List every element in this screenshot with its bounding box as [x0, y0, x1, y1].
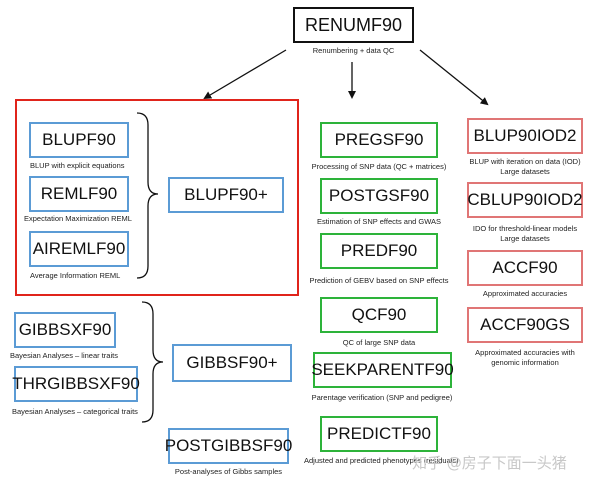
thrgibbsxf90-box: THRGIBBSXF90: [12, 366, 140, 402]
airemlf90-caption: Average Information REML: [30, 271, 121, 280]
cblup90iod2-box: CBLUP90IOD2: [467, 182, 583, 218]
pregsf90-label: PREGSF90: [334, 130, 424, 149]
thrgibbsxf90-label: THRGIBBSXF90: [12, 374, 140, 393]
predictf90-caption: Adjusted and predicted phenotypes (resid…: [304, 456, 459, 465]
pregsf90-box: PREGSF90: [320, 122, 438, 158]
predf90-box: PREDF90: [320, 233, 438, 269]
gibbsf90plus-box: GIBBSF90+: [172, 344, 292, 382]
accf90gs-label: ACCF90GS: [480, 315, 570, 334]
remlf90-caption: Expectation Maximization REML: [24, 214, 132, 223]
gibbsxf90-box: GIBBSXF90: [14, 312, 116, 348]
seekparentf90-label: SEEKPARENTF90: [311, 360, 454, 379]
seekparentf90-caption: Parentage verification (SNP and pedigree…: [311, 393, 453, 402]
qcf90-box: QCF90: [320, 297, 438, 333]
brace-gibbs: [141, 301, 164, 423]
predf90-caption: Prediction of GEBV based on SNP effects: [309, 276, 449, 285]
blup90iod2-label: BLUP90IOD2: [473, 126, 577, 145]
predictf90-box: PREDICTF90: [320, 416, 438, 452]
postgsf90-caption: Estimation of SNP effects and GWAS: [316, 217, 442, 226]
blupf90-box: BLUPF90: [29, 122, 129, 158]
accf90gs-caption-line-1: Approximated accuracies with: [475, 348, 575, 357]
predf90-label: PREDF90: [340, 241, 418, 260]
blupf90-caption: BLUP with explicit equations: [30, 161, 125, 170]
blupf90-label: BLUPF90: [42, 130, 116, 149]
accf90-box: ACCF90: [467, 250, 583, 286]
cblup90iod2-caption-line-1: IDO for threshold-linear models: [472, 224, 578, 233]
gibbsxf90-label: GIBBSXF90: [18, 320, 112, 339]
predictf90-label: PREDICTF90: [327, 424, 431, 443]
watermark: 知乎 @房子下面一头猪: [412, 454, 567, 472]
blupf90plus-label: BLUPF90+: [184, 185, 268, 204]
arrow-to-iod-tools: [419, 49, 489, 106]
blup-group-frame: [15, 99, 299, 296]
accf90-caption: Approximated accuracies: [482, 289, 568, 298]
accf90gs-caption-line-2: genomic information: [491, 358, 559, 367]
blup90iod2-box: BLUP90IOD2: [467, 118, 583, 154]
postgsf90-label: POSTGSF90: [328, 186, 430, 205]
pregsf90-caption: Processing of SNP data (QC + matrices): [311, 162, 447, 171]
blup90iod2-caption-line-2: Large datasets: [500, 167, 550, 176]
postgsf90-box: POSTGSF90: [320, 178, 438, 214]
seekparentf90-box: SEEKPARENTF90: [311, 352, 454, 388]
gibbsf90plus-label: GIBBSF90+: [186, 353, 278, 372]
blupf90plus-box: BLUPF90+: [168, 177, 284, 213]
renumf90-caption: Renumbering + data QC: [312, 46, 395, 55]
remlf90-label: REMLF90: [40, 184, 118, 203]
gibbsxf90-caption: Bayesian Analyses – linear traits: [10, 351, 118, 360]
cblup90iod2-caption-line-2: Large datasets: [500, 234, 550, 243]
postgibbsf90-label: POSTGIBBSF90: [164, 436, 293, 455]
qcf90-label: QCF90: [351, 305, 407, 324]
renumf90-label: RENUMF90: [304, 14, 402, 35]
arrow-to-blup-group: [203, 49, 287, 100]
remlf90-box: REMLF90: [29, 176, 129, 212]
thrgibbsxf90-caption: Bayesian Analyses – categorical traits: [12, 407, 138, 416]
qcf90-caption: QC of large SNP data: [342, 338, 416, 347]
accf90-label: ACCF90: [492, 258, 558, 277]
renumf90-box: RENUMF90: [293, 7, 414, 43]
cblup90iod2-label: CBLUP90IOD2: [467, 190, 583, 209]
postgibbsf90-box: POSTGIBBSF90: [165, 428, 292, 464]
brace-blup: [136, 112, 159, 279]
accf90gs-box: ACCF90GS: [467, 307, 583, 343]
postgibbsf90-caption: Post-analyses of Gibbs samples: [174, 467, 283, 476]
airemlf90-label: AIREMLF90: [32, 239, 126, 258]
airemlf90-box: AIREMLF90: [29, 231, 129, 267]
blup90iod2-caption-line-1: BLUP with iteration on data (IOD): [469, 157, 581, 166]
